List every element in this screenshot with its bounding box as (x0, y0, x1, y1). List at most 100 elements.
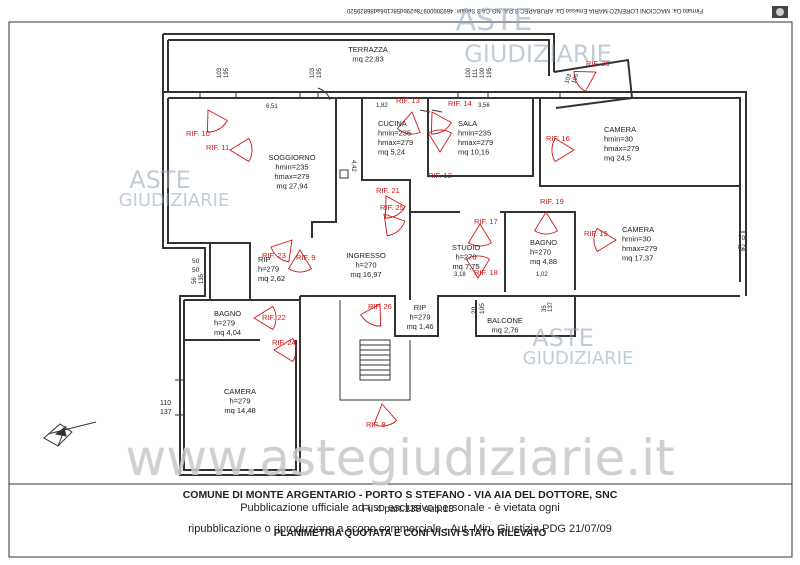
svg-text:GIUDIZIARIE: GIUDIZIARIE (523, 348, 634, 369)
dimension-label: 195 (317, 67, 323, 78)
view-cone-shape (373, 403, 398, 427)
walls (162, 33, 747, 476)
dimension-label: 137 (548, 301, 554, 312)
view-cone-shape (551, 137, 575, 163)
room-label-line: hmin=235 (378, 129, 411, 138)
watermark-aste-left: ASTE GIUDIZIARIE (119, 166, 230, 211)
room-label-line: h=270 (355, 261, 376, 270)
room-label-line: hmax=279 (378, 138, 413, 147)
view-cone: RIF. 17 (467, 217, 498, 247)
room-label-line: BAGNO (530, 238, 557, 247)
view-cone: RIF. 12 (427, 129, 453, 180)
svg-text:ASTE: ASTE (532, 324, 593, 352)
view-cone: RIF. 26 (360, 302, 392, 327)
room-label-line: CAMERA (604, 125, 636, 134)
room-label-line: mq 5,24 (378, 148, 405, 157)
room-label-line: mq 4,04 (214, 328, 241, 337)
room-label-line: hmax=279 (274, 172, 309, 181)
view-cone: RIF. 16 (546, 134, 575, 163)
dimension-label: 103 (217, 67, 223, 78)
view-cone-label: RIF. 11 (206, 143, 229, 152)
svg-text:ASTE: ASTE (456, 3, 533, 38)
dimension-label: 195 (487, 67, 493, 78)
view-cone: RIF. 24 (272, 337, 297, 363)
room-label-line: RIP (414, 303, 427, 312)
svg-text:ASTE: ASTE (129, 166, 190, 194)
view-cone: RIF. 11 (206, 137, 253, 163)
view-cone: RIF. 20 (573, 59, 610, 92)
dimension-label: 82 (738, 244, 746, 251)
view-cone-label: RIF. 20 (586, 59, 610, 68)
view-cone-label: RIF. 12 (428, 171, 452, 180)
room-label-line: mq 24,5 (604, 154, 631, 163)
view-cone-label: RIF. 10 (186, 129, 210, 138)
view-cone-label: RIF. 13 (396, 96, 420, 105)
view-cone: RIF. 10 (186, 109, 228, 138)
room-label-line: SALA (458, 119, 477, 128)
footer-subtitle: PLANIMETRIA QUOTATA E CONI VISIVI STATO … (274, 528, 547, 539)
room-label-line: mq 1,46 (406, 322, 433, 331)
watermark-aste-right: ASTE GIUDIZIARIE (523, 324, 634, 369)
watermark-notice-2: ripubblicazione o riproduzione a scopo c… (188, 523, 612, 535)
view-cone-label: RIF. 23 (262, 251, 286, 260)
view-cone: RIF. 18 (465, 255, 498, 279)
view-cone-shape (593, 227, 617, 253)
room-label-line: h=270 (455, 253, 476, 262)
dimension-label: 1,82 (376, 103, 388, 109)
view-cone-shape (273, 337, 297, 363)
dimension-label: 56 (192, 277, 198, 284)
dimension-label: 50 (192, 267, 200, 274)
view-cone-label: RIF. 9 (296, 253, 316, 262)
view-cone-label: RIF. 15 (584, 229, 608, 238)
room-label-line: h=270 (530, 248, 551, 257)
room-label-line: mq 14,48 (224, 406, 255, 415)
room-label-line: h=279 (229, 397, 250, 406)
dimension-label: 3,18 (454, 272, 466, 278)
room-label-line: mq 17,37 (622, 254, 653, 263)
view-cone-shape (206, 109, 228, 133)
view-cone-shape (427, 129, 453, 153)
view-cone-shape (396, 111, 421, 135)
watermark-notice-1: Pubblicazione ufficiale ad uso esclusivo… (240, 502, 560, 514)
dimension-label: 35 (542, 305, 548, 312)
view-cone-shape (383, 213, 406, 237)
view-cone-shape (384, 195, 406, 219)
room-label-line: CAMERA (224, 387, 256, 396)
room-label-line: hmin=30 (622, 235, 651, 244)
view-cone-label: RIF. 14 (448, 99, 472, 108)
room-label-line: hmin=235 (275, 163, 308, 172)
view-cone: RIF. 8 (366, 403, 398, 429)
room-label-line: mq 2,62 (258, 274, 285, 283)
dimension-label: 100 (480, 67, 486, 78)
view-cone-shape (270, 239, 293, 263)
dimension-label: 195 (571, 73, 580, 85)
view-cone-label: RIF. 19 (540, 197, 564, 206)
room-label-line: h=279 (409, 313, 430, 322)
room-label-line: mq 2,76 (491, 326, 518, 335)
dimension-label: 137 (160, 409, 172, 416)
view-cone-shape (465, 255, 491, 279)
room-label-line: STUDIO (452, 243, 481, 252)
dimension-label: 4,42 (350, 160, 356, 172)
view-cone-label: RIF. 25 (380, 203, 404, 212)
dimension-label: 70 (738, 235, 746, 242)
dimension-label: 50 (192, 258, 200, 265)
view-cone: RIF. 19 (533, 197, 564, 235)
dimension-label: 105 (479, 303, 486, 314)
watermark-aste-top: ASTE GIUDIZIARIE (456, 3, 612, 68)
room-label-line: hmax=279 (604, 144, 639, 153)
room-label-line: BAGNO (214, 309, 241, 318)
view-cone: RIF. 9 (287, 249, 316, 273)
view-cone-shape (430, 111, 452, 135)
